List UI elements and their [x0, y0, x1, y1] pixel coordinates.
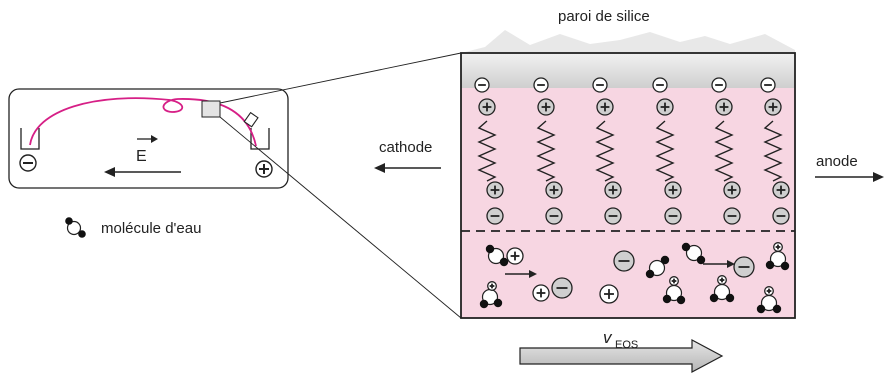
water-molecule — [756, 286, 782, 314]
water-molecule — [662, 276, 686, 305]
capillary-overview: E — [8, 88, 289, 189]
diffuse-cation — [664, 181, 682, 199]
eos-velocity-label: v — [603, 328, 613, 347]
field-arrow-head — [104, 167, 115, 177]
silica-ridge — [461, 30, 795, 53]
diffuse-anion — [545, 207, 563, 225]
zoomed-section: paroi de silice — [460, 8, 796, 319]
water-molecule — [709, 275, 735, 303]
diffuse-anion — [486, 207, 504, 225]
diffuse-anion — [604, 207, 622, 225]
diffuse-cation — [545, 181, 563, 199]
diffuse-anion — [664, 207, 682, 225]
bulk-anion — [551, 277, 573, 299]
water-molecule-icon — [65, 217, 86, 238]
cathode-indicator: cathode — [374, 139, 441, 173]
bulk-anion — [613, 250, 635, 272]
diffuse-layer-link — [655, 120, 675, 182]
diffuse-layer-link — [477, 120, 497, 182]
wall-site-column — [652, 77, 682, 225]
silanolate-anion — [711, 77, 727, 93]
detector-icon — [243, 111, 259, 128]
solution-region — [461, 88, 795, 318]
double-layer-ions — [474, 77, 790, 225]
adsorbed-cation — [596, 98, 614, 116]
silanolate-anion — [760, 77, 776, 93]
bulk-anion — [733, 256, 755, 278]
drift-arrow — [703, 260, 735, 268]
anode-vial — [250, 128, 270, 150]
bulk-solution — [479, 242, 790, 314]
eos-velocity-indicator: v EOS — [519, 328, 724, 373]
adsorbed-cation — [715, 98, 733, 116]
silanolate-anion — [592, 77, 608, 93]
eos-arrow — [519, 339, 724, 373]
eos-velocity-subscript: EOS — [615, 339, 638, 351]
partial-charge-icon — [487, 281, 497, 291]
partial-charge-icon — [773, 242, 783, 252]
diffuse-cation — [604, 181, 622, 199]
minus-electrode-icon — [19, 154, 37, 172]
partial-charge-icon — [717, 275, 727, 285]
diffuse-layer-link — [595, 120, 615, 182]
drift-arrow — [505, 270, 537, 278]
silica-wall-label: paroi de silice — [558, 8, 650, 25]
diffuse-layer-link — [763, 120, 783, 182]
water-legend-label: molécule d'eau — [101, 220, 201, 237]
anode-indicator: anode — [815, 153, 884, 182]
diffuse-cation — [723, 181, 741, 199]
adsorbed-cation — [764, 98, 782, 116]
cathode-arrow-head — [374, 163, 385, 173]
adsorbed-cation — [478, 98, 496, 116]
diffuse-anion — [772, 207, 790, 225]
zoom-line-bottom — [219, 116, 462, 319]
wall-site-column — [760, 77, 790, 225]
silanolate-anion — [652, 77, 668, 93]
detection-window — [201, 100, 221, 118]
bulk-cation — [506, 247, 524, 265]
zoom-line-top — [219, 52, 462, 104]
adsorbed-cation — [656, 98, 674, 116]
silanolate-anion — [533, 77, 549, 93]
adsorbed-cation — [537, 98, 555, 116]
water-molecule — [479, 281, 503, 309]
section-frame — [460, 52, 796, 319]
silica-wall — [461, 53, 795, 88]
wall-site-column — [533, 77, 563, 225]
wall-site-column — [474, 77, 504, 225]
cathode-label: cathode — [379, 139, 432, 156]
wall-site-column — [592, 77, 622, 225]
cathode-vial — [20, 128, 40, 150]
water-molecule — [765, 242, 790, 271]
field-symbol: E — [136, 148, 147, 165]
diffuse-layer-link — [714, 120, 734, 182]
wall-site-column — [711, 77, 741, 225]
anode-arrow-head — [873, 172, 884, 182]
bulk-cation — [532, 284, 550, 302]
water-molecule — [485, 244, 509, 267]
diffuse-cation — [772, 181, 790, 199]
partial-charge-icon — [669, 276, 679, 286]
water-molecule — [645, 255, 670, 279]
field-vector-head — [151, 135, 158, 143]
bulk-cation — [599, 284, 619, 304]
silanolate-anion — [474, 77, 490, 93]
anode-label: anode — [816, 153, 858, 170]
diffuse-anion — [723, 207, 741, 225]
water-molecule — [681, 242, 706, 265]
plus-electrode-icon — [255, 160, 273, 178]
water-molecule-legend: molécule d'eau — [65, 217, 201, 238]
diffuse-layer-link — [536, 120, 556, 182]
partial-charge-icon — [764, 286, 774, 296]
diffuse-cation — [486, 181, 504, 199]
